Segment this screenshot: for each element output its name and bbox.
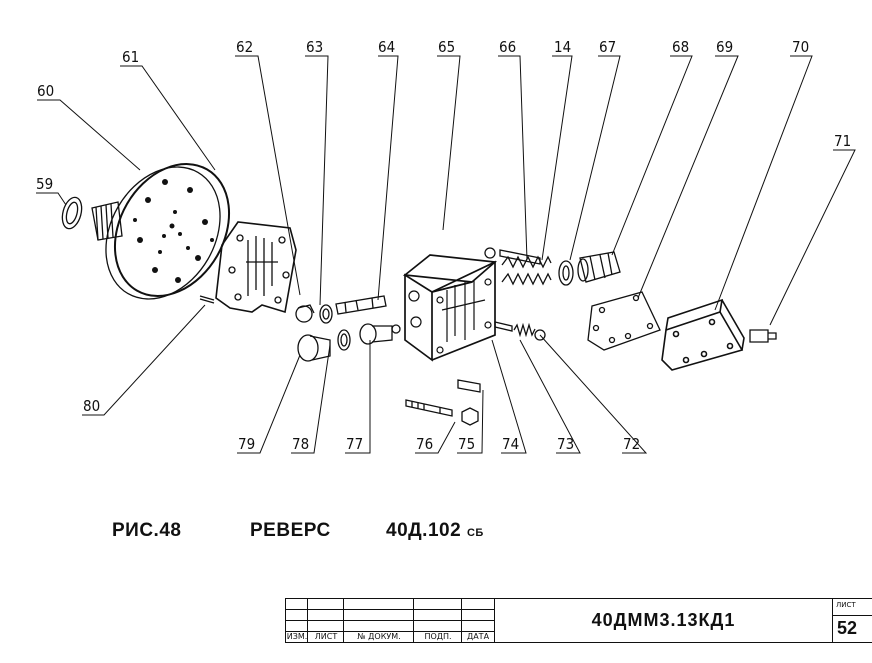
callout-73: 73	[557, 435, 574, 453]
callout-76: 76	[416, 435, 433, 453]
document-code: 40ДММ3.13КД1	[494, 599, 832, 642]
callout-75: 75	[458, 435, 475, 453]
part-65-valve-body	[402, 254, 498, 362]
part-80-pin	[199, 295, 215, 304]
callout-61: 61	[122, 48, 139, 66]
callout-77: 77	[346, 435, 363, 453]
figure-number: РИС.48	[112, 520, 182, 541]
part-67-ring	[558, 260, 574, 286]
part-63-washer	[319, 304, 333, 324]
title-block: ИЗМ. ЛИСТ № ДОКУМ. ПОДП. ДАТА 40ДММ3.13К…	[285, 598, 872, 643]
part-72-ball	[534, 329, 546, 341]
callout-62: 62	[236, 38, 253, 56]
callout-72: 72	[623, 435, 640, 453]
callout-60: 60	[37, 82, 54, 100]
part-60-round-plate	[91, 163, 231, 300]
callout-65: 65	[438, 38, 455, 56]
revision-grid: ИЗМ. ЛИСТ № ДОКУМ. ПОДП. ДАТА	[286, 599, 494, 642]
part-71-bolt	[749, 329, 777, 343]
part-64-spool	[335, 295, 387, 315]
callout-59: 59	[36, 175, 53, 193]
part-78-ring	[337, 329, 351, 351]
callout-70: 70	[792, 38, 809, 56]
callout-63: 63	[306, 38, 323, 56]
designation-code: 40Д.102	[386, 520, 462, 541]
part-61-gasket-plate	[215, 221, 297, 314]
callout-71: 71	[834, 132, 851, 150]
part-68-fitting	[577, 251, 621, 283]
assembly-designation: 40Д.102 СБ	[386, 520, 484, 542]
designation-suffix: СБ	[466, 527, 484, 539]
part-79-cap	[297, 334, 331, 362]
part-75-bolt-nut	[457, 379, 481, 426]
part-76-stud	[405, 399, 453, 417]
callout-numbers: 61 60 59 62 63 64 65 66 14 67 68 69 70 7…	[36, 38, 851, 453]
callout-74: 74	[502, 435, 519, 453]
part-70-end-cover	[661, 298, 745, 371]
part-59-o-ring	[61, 196, 83, 230]
column-list: ЛИСТ	[314, 632, 338, 641]
column-date: ДАТА	[466, 632, 490, 641]
callout-14: 14	[554, 38, 571, 56]
callout-78: 78	[292, 435, 309, 453]
callout-67: 67	[599, 38, 616, 56]
callout-64: 64	[378, 38, 395, 56]
sheet-number: 52	[837, 618, 858, 638]
exploded-assembly-drawing: 61 60 59 62 63 64 65 66 14 67 68 69 70 7…	[36, 38, 856, 454]
part-77-fitting	[359, 323, 401, 345]
part-14-stem	[484, 247, 541, 265]
callout-79: 79	[238, 435, 255, 453]
column-izm: ИЗМ.	[286, 632, 308, 641]
callout-69: 69	[716, 38, 733, 56]
callout-80: 80	[83, 397, 100, 415]
sheet-label: ЛИСТ	[836, 601, 856, 609]
column-document: № ДОКУМ.	[357, 632, 401, 641]
sheet-cell: ЛИСТ 52	[832, 599, 872, 642]
callout-66: 66	[499, 38, 516, 56]
column-signature: ПОДП.	[424, 632, 452, 641]
part-69-gasket-cover	[587, 291, 661, 351]
part-62-plug	[295, 304, 315, 323]
part-74-pin	[494, 321, 513, 332]
callout-68: 68	[672, 38, 689, 56]
part-66-spring	[501, 255, 552, 286]
leader-lines	[36, 55, 856, 454]
assembly-name: РЕВЕРС	[250, 520, 331, 541]
part-73-spring	[513, 322, 536, 338]
